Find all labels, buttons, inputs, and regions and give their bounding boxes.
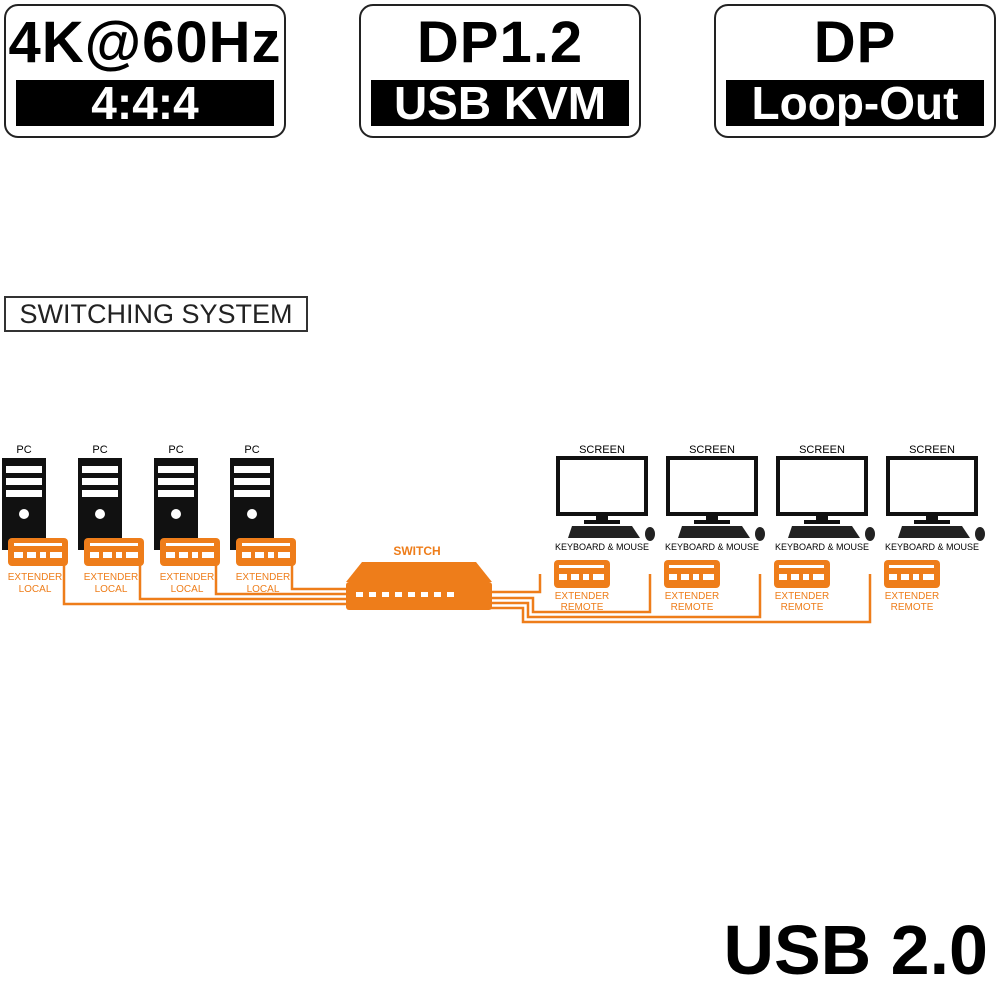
switch-label: SWITCH xyxy=(393,544,440,558)
cables xyxy=(62,562,872,624)
cable-remote-2 xyxy=(490,574,652,614)
cable-local-2 xyxy=(138,562,346,601)
local-extenders xyxy=(8,538,296,566)
km-label-1: KEYBOARD & MOUSE xyxy=(555,542,649,552)
cable-local-4 xyxy=(290,562,346,591)
remote-extender-label-3a: EXTENDER xyxy=(775,591,829,602)
pc-label-4: PC xyxy=(244,444,259,456)
pc-group xyxy=(2,458,274,550)
screen-label-3: SCREEN xyxy=(799,444,845,456)
local-extender-2 xyxy=(84,538,144,566)
badge-loopout: DP Loop-Out xyxy=(714,4,996,138)
local-extender-label-3a: EXTENDER xyxy=(160,572,214,583)
pc-2 xyxy=(78,458,122,550)
km-label-2: KEYBOARD & MOUSE xyxy=(665,542,759,552)
remote-extender-label-4a: EXTENDER xyxy=(885,591,939,602)
local-extender-label-4a: EXTENDER xyxy=(236,572,290,583)
pc-3 xyxy=(154,458,198,550)
badge-loopout-title: DP xyxy=(813,10,897,75)
screen-label-2: SCREEN xyxy=(689,444,735,456)
badge-resolution-title: 4K@60Hz xyxy=(8,10,282,75)
screen-3 xyxy=(776,456,875,541)
remote-extender-4 xyxy=(884,560,940,588)
screen-1 xyxy=(556,456,655,541)
screen-label-4: SCREEN xyxy=(909,444,955,456)
switch xyxy=(346,562,492,610)
remote-extender-label-3b: REMOTE xyxy=(781,602,824,613)
local-extender-label-2a: EXTENDER xyxy=(84,572,138,583)
remote-extender-3 xyxy=(774,560,830,588)
badge-loopout-subtitle: Loop-Out xyxy=(726,80,984,126)
pc-label-1: PC xyxy=(16,444,31,456)
cable-remote-1 xyxy=(490,574,542,594)
cable-remote-4 xyxy=(490,574,872,624)
pc-label-3: PC xyxy=(168,444,183,456)
screen-4 xyxy=(886,456,985,541)
remote-extenders xyxy=(554,560,940,588)
usb-version-label: USB 2.0 xyxy=(723,911,988,989)
badge-kvm-title: DP1.2 xyxy=(416,10,584,75)
cable-local-3 xyxy=(214,562,346,596)
remote-extender-2 xyxy=(664,560,720,588)
screen-2 xyxy=(666,456,765,541)
remote-extender-label-1a: EXTENDER xyxy=(555,591,609,602)
badge-kvm: DP1.2 USB KVM xyxy=(359,4,641,138)
pc-label-2: PC xyxy=(92,444,107,456)
remote-extender-label-2b: REMOTE xyxy=(671,602,714,613)
local-extender-label-1a: EXTENDER xyxy=(8,572,62,583)
remote-extender-label-4b: REMOTE xyxy=(891,602,934,613)
badge-resolution-subtitle: 4:4:4 xyxy=(16,80,274,126)
local-extender-label-1b: LOCAL xyxy=(19,584,52,595)
pc-1 xyxy=(2,458,46,550)
local-extender-label-4b: LOCAL xyxy=(247,584,280,595)
km-label-4: KEYBOARD & MOUSE xyxy=(885,542,979,552)
local-extender-1 xyxy=(8,538,68,566)
section-label: SWITCHING SYSTEM xyxy=(4,296,308,332)
remote-extender-label-2a: EXTENDER xyxy=(665,591,719,602)
cable-local-1 xyxy=(62,562,346,606)
cable-remote-3 xyxy=(490,574,762,619)
remote-extender-label-1b: REMOTE xyxy=(561,602,604,613)
local-extender-3 xyxy=(160,538,220,566)
local-extender-label-3b: LOCAL xyxy=(171,584,204,595)
remote-extender-1 xyxy=(554,560,610,588)
local-extender-4 xyxy=(236,538,296,566)
screen-label-1: SCREEN xyxy=(579,444,625,456)
pc-4 xyxy=(230,458,274,550)
badge-resolution: 4K@60Hz 4:4:4 xyxy=(4,4,286,138)
screens xyxy=(556,456,985,541)
badge-kvm-subtitle: USB KVM xyxy=(371,80,629,126)
local-extender-label-2b: LOCAL xyxy=(95,584,128,595)
km-label-3: KEYBOARD & MOUSE xyxy=(775,542,869,552)
